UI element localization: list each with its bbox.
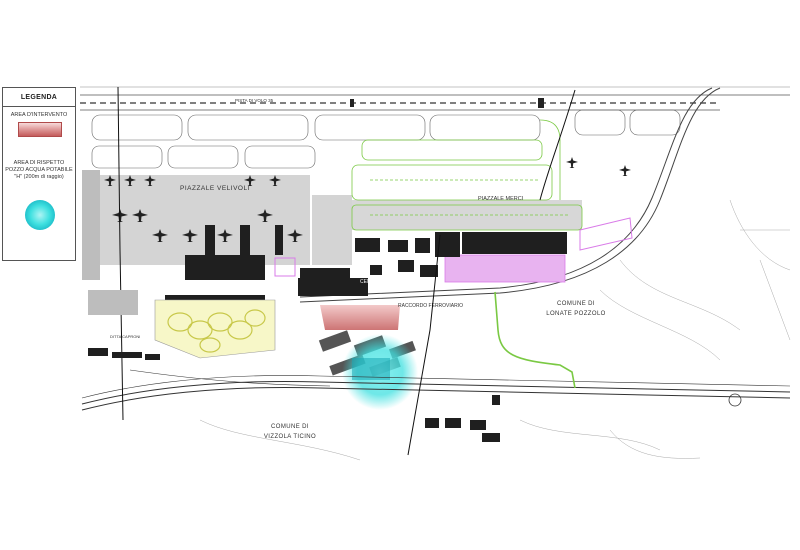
caproni-label: DITTA CAPRONI bbox=[110, 334, 140, 339]
terrain-lines bbox=[199, 199, 791, 461]
railway-lines bbox=[117, 86, 576, 456]
runway: PISTA DI VOLO 35 bbox=[80, 86, 790, 111]
legend-panel: LEGENDA AREA D'INTERVENTO AREA DI RISPET… bbox=[2, 87, 76, 261]
highway bbox=[81, 369, 791, 411]
legend-well-swatch bbox=[25, 200, 55, 230]
solar-fields bbox=[425, 395, 500, 442]
taxiway-grid bbox=[91, 109, 681, 169]
legend-intervention-label: AREA D'INTERVENTO bbox=[10, 112, 68, 118]
caproni-buildings bbox=[88, 290, 160, 360]
comune-vizzola-label-2: VIZZOLA TICINO bbox=[264, 434, 316, 440]
raccordo-ferroviario-label: RACCORDO FERROVIARIO bbox=[398, 303, 463, 309]
logistics-zone bbox=[274, 217, 633, 283]
cargo-zone bbox=[351, 119, 583, 231]
comune-vizzola-label-1: COMUNE DI bbox=[271, 424, 309, 430]
legend-well-label: AREA DI RISPETTO POZZO ACQUA POTABILE "H… bbox=[5, 160, 73, 180]
parking-zone bbox=[154, 299, 276, 359]
comune-lonate-label-2: LONATE POZZOLO bbox=[546, 311, 606, 317]
piazzale-merci-label: PIAZZALE MERCI bbox=[478, 196, 524, 202]
access-road bbox=[494, 291, 576, 389]
runway-label: PISTA DI VOLO 35 bbox=[235, 98, 274, 103]
centrale-tecnologica-label: CENTRALE TECNOLOGICA bbox=[360, 279, 425, 285]
comune-lonate-label-1: COMUNE DI bbox=[557, 301, 595, 307]
piazzale-velivoli-label: PIAZZALE VELIVOLI bbox=[180, 185, 250, 192]
aircraft-symbols bbox=[104, 157, 631, 242]
junction-marker bbox=[728, 393, 742, 407]
legend-divider bbox=[3, 106, 75, 107]
legend-intervention-swatch bbox=[18, 122, 62, 137]
tech-centre-buildings bbox=[298, 232, 460, 296]
well-buffer-zone bbox=[342, 334, 418, 410]
intervention-area bbox=[320, 305, 400, 330]
legend-title: LEGENDA bbox=[20, 94, 58, 101]
